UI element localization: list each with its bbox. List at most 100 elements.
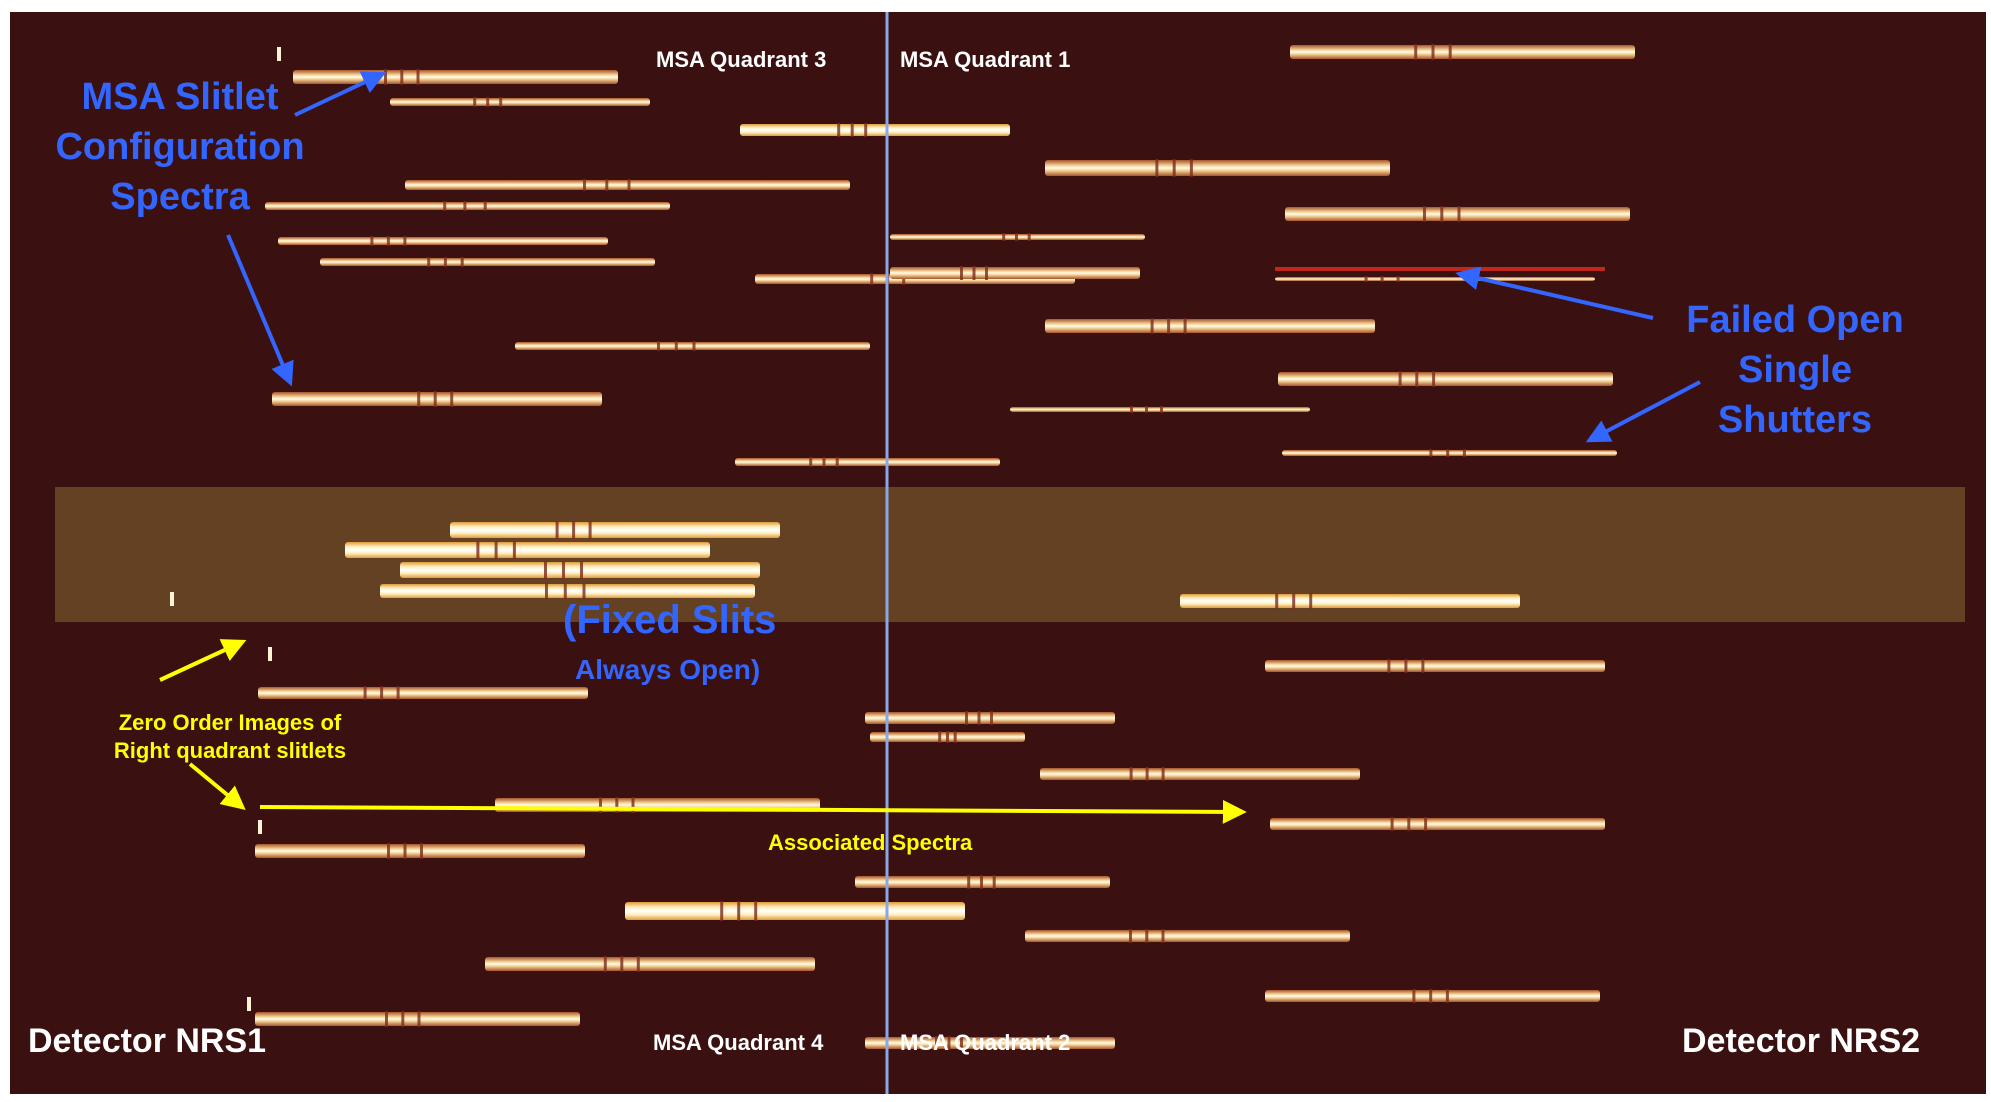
absorption-line: [1172, 159, 1176, 177]
absorption-line: [512, 541, 516, 559]
fixed-slit-band: [55, 487, 1965, 622]
absorption-line: [1412, 989, 1416, 1003]
absorption-line: [499, 97, 503, 107]
absorption-line: [1145, 406, 1148, 413]
absorption-line: [473, 97, 477, 107]
spectrum-trace: [1045, 319, 1375, 333]
detector-nrs1-label: Detector NRS1: [28, 1022, 267, 1060]
absorption-line: [1462, 449, 1466, 457]
absorption-line: [835, 457, 839, 467]
absorption-line: [1027, 233, 1031, 241]
absorption-line: [476, 541, 480, 559]
absorption-line: [401, 1011, 405, 1027]
spectrum-trace: [485, 957, 815, 971]
quadrant-1-label: MSA Quadrant 1: [900, 47, 1071, 72]
spectrum-trace: [890, 267, 1140, 279]
fixed-slits-line-1: (Fixed Slits: [563, 598, 777, 642]
failed-open-line-1: Failed Open: [1686, 299, 1904, 341]
absorption-line: [1155, 159, 1159, 177]
absorption-line: [754, 901, 758, 921]
spectrum-trace: [345, 542, 710, 558]
absorption-line: [1002, 233, 1006, 241]
spectrum-trace: [1045, 160, 1390, 176]
absorption-line: [1145, 767, 1149, 781]
absorption-line: [1130, 406, 1133, 413]
absorption-line: [486, 97, 490, 107]
absorption-line: [1424, 817, 1428, 831]
absorption-line: [977, 711, 981, 725]
absorption-line: [562, 561, 565, 579]
absorption-line: [992, 875, 996, 889]
zero-order-image: [268, 647, 272, 661]
absorption-line: [960, 266, 963, 280]
spectrum-trace: [1025, 930, 1350, 942]
absorption-line: [990, 711, 993, 725]
absorption-line: [1390, 817, 1394, 831]
absorption-line: [555, 521, 559, 539]
absorption-line: [1398, 371, 1402, 387]
absorption-line: [657, 341, 660, 351]
absorption-line: [1145, 929, 1149, 943]
absorption-line: [1292, 593, 1296, 609]
spectrum-trace: [450, 522, 780, 538]
zero-order-image: [247, 997, 251, 1011]
quadrant-4-label: MSA Quadrant 4: [653, 1030, 824, 1055]
absorption-line: [627, 179, 631, 191]
absorption-line: [1189, 159, 1193, 177]
absorption-line: [1423, 206, 1426, 222]
absorption-line: [420, 843, 423, 859]
spectrum-trace: [1278, 372, 1613, 386]
absorption-line: [960, 1036, 963, 1050]
absorption-line: [1396, 276, 1400, 282]
spectrum-trace: [1040, 768, 1360, 780]
spectrum-trace: [1265, 660, 1605, 672]
spectrum-trace: [380, 584, 755, 598]
absorption-line: [822, 457, 826, 467]
absorption-line: [1275, 593, 1279, 609]
absorption-line: [1407, 817, 1411, 831]
absorption-line: [1404, 659, 1408, 673]
zero-order-image: [258, 820, 262, 834]
quadrant-3-label: MSA Quadrant 3: [656, 47, 827, 72]
absorption-line: [1387, 659, 1391, 673]
spectrum-trace: [258, 687, 588, 699]
absorption-line: [583, 179, 586, 191]
absorption-line: [443, 257, 447, 267]
spectrum-trace: [1180, 594, 1520, 608]
absorption-line: [1429, 449, 1433, 457]
absorption-line: [947, 1036, 951, 1050]
associated-spectra-arrow: [259, 799, 1247, 824]
absorption-line: [938, 731, 942, 743]
absorption-line: [985, 266, 988, 280]
absorption-line: [1364, 276, 1368, 282]
spectrum-trace: [740, 124, 1010, 136]
absorption-line: [850, 123, 854, 137]
absorption-line: [1183, 318, 1187, 334]
zero-order-line-1: Zero Order Images of: [118, 710, 342, 735]
absorption-line: [385, 1011, 388, 1027]
absorption-line: [494, 541, 498, 559]
msa-arrow-upper: [294, 71, 387, 117]
spectrum-trace: [278, 237, 608, 245]
spectrum-trace: [293, 70, 618, 84]
absorption-line: [433, 391, 437, 407]
spectra-traces: [170, 44, 1635, 1050]
spectrum-trace: [1265, 990, 1600, 1002]
absorption-line: [370, 236, 374, 246]
absorption-line: [563, 583, 567, 599]
absorption-line: [620, 956, 624, 972]
absorption-line: [363, 686, 367, 700]
absorption-line: [953, 731, 957, 743]
msa-arrow-lower: [226, 234, 294, 387]
spectrum-trace: [865, 1037, 1115, 1049]
absorption-line: [1446, 449, 1450, 457]
absorption-line: [864, 123, 868, 137]
absorption-line: [1445, 989, 1449, 1003]
msa-spectra-line-3: Spectra: [110, 176, 250, 218]
absorption-line: [1429, 989, 1433, 1003]
absorption-line: [1129, 929, 1132, 943]
spectrum-trace: [625, 902, 965, 920]
absorption-line: [674, 341, 678, 351]
absorption-line: [572, 521, 576, 539]
msa-spectra-line-1: MSA Slitlet: [81, 76, 279, 118]
